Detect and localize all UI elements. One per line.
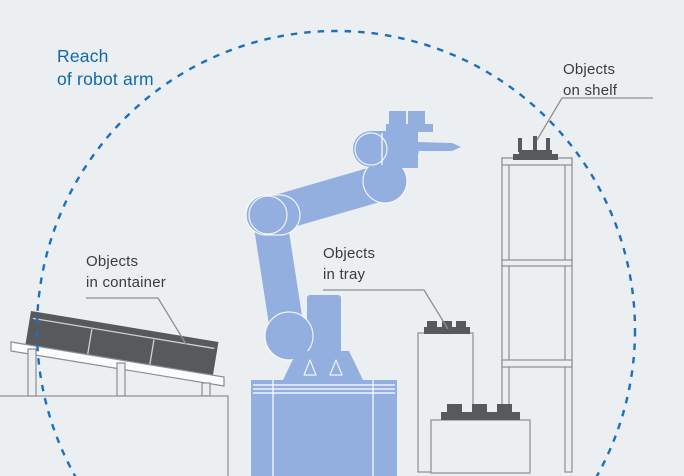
robot-base-joint	[264, 311, 314, 361]
shelf-label-line1: Objects	[563, 61, 616, 78]
tray-label: Objects in tray	[323, 243, 375, 285]
shelf-label: Objects on shelf	[563, 59, 617, 101]
leader-line-shelf	[536, 97, 653, 141]
leader-line-container	[86, 297, 187, 345]
robot-arm	[245, 111, 461, 476]
robot-mount	[283, 351, 363, 380]
front-pedestal	[430, 419, 531, 474]
shelf	[501, 136, 573, 473]
objects-container	[25, 311, 219, 378]
shelf-label-line2: on shelf	[563, 82, 618, 99]
container-label: Objects in container	[86, 251, 166, 293]
reach-label-line1: Reach	[57, 46, 109, 66]
reach-circle	[35, 29, 637, 476]
robot-shoulder-joint	[245, 194, 301, 236]
container-label-line2: in container	[86, 274, 166, 291]
stand-leg	[116, 362, 126, 397]
objects-in-tray	[424, 321, 470, 334]
leader-line-tray	[323, 289, 449, 330]
robot-pedestal	[251, 380, 397, 476]
reach-label: Reach of robot arm	[57, 45, 154, 91]
tray-label-line2: in tray	[323, 266, 366, 283]
shelf-bar	[501, 259, 573, 267]
robot-base-column	[307, 295, 341, 357]
container-station	[0, 311, 229, 476]
reach-label-line2: of robot arm	[57, 69, 154, 89]
front-station	[430, 404, 531, 474]
platform	[0, 395, 229, 476]
stand-leg	[27, 348, 37, 397]
container-label-line1: Objects	[86, 253, 139, 270]
robot-lower-arm	[253, 203, 304, 347]
objects-on-front-pedestal	[441, 404, 520, 420]
tray-label-line1: Objects	[323, 245, 376, 262]
robot-end-effector	[386, 111, 461, 151]
objects-on-shelf	[513, 136, 558, 160]
shelf-bar	[501, 359, 573, 368]
stand-leg	[201, 382, 211, 397]
robot-gripper-finger	[417, 142, 461, 151]
shelf-right-rail	[564, 157, 573, 473]
